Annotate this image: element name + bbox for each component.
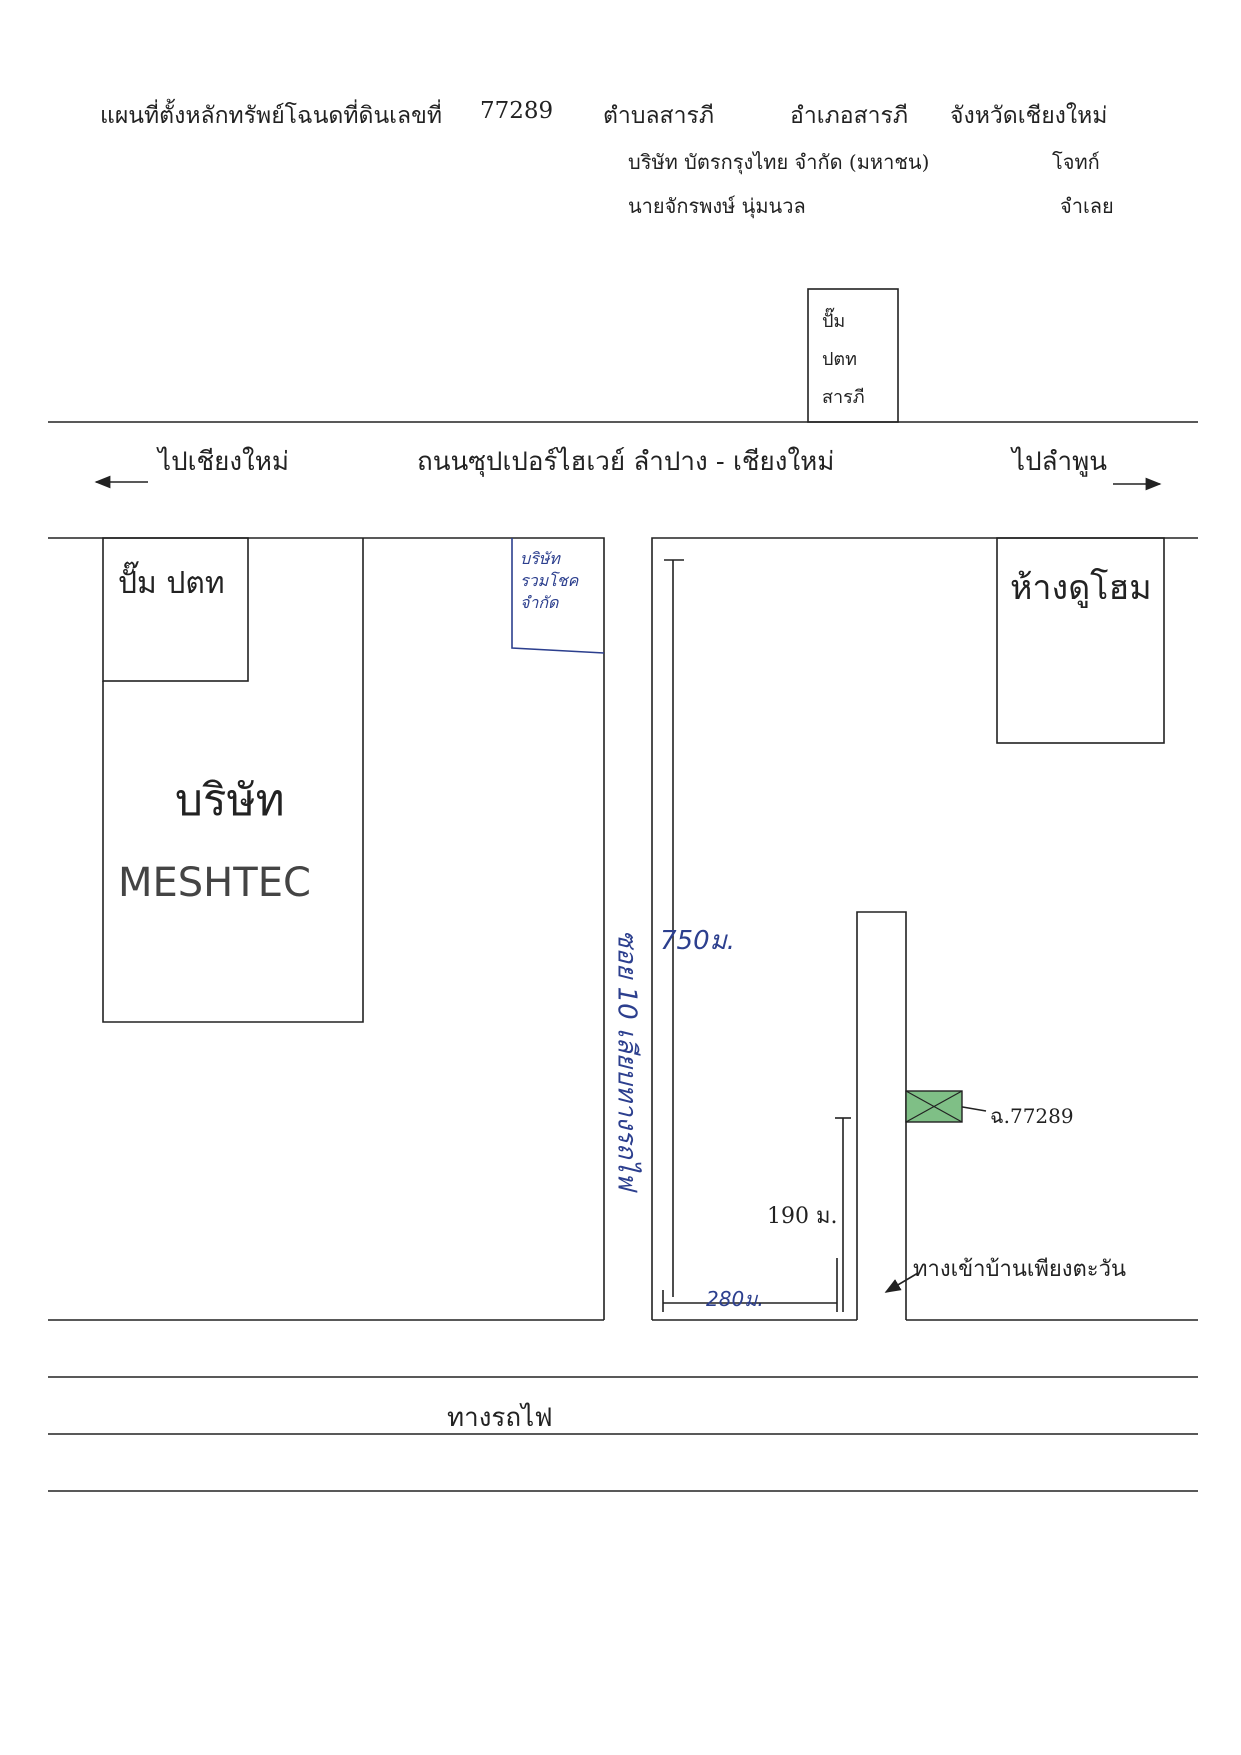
village-arrow-icon [884,1272,919,1293]
meshtec-block [102,538,364,1023]
to-chiangmai-label: ไปเชียงใหม่ [158,447,290,477]
small-company-line3: จำกัด [520,593,559,612]
plaintiff-name: บริษัท บัตรกรุงไทย จำกัด (มหาชน) [628,150,930,174]
plot-marker-icon [905,1090,963,1123]
district: อำเภอสารภี [790,103,909,129]
small-company-line1: บริษัท [520,549,560,568]
highway-south-edge-left [48,537,605,1320]
company-thai-label: บริษัท [175,775,285,826]
ptt-saraphi-label: ปั๊ม ปตท สารภี [822,303,865,417]
small-company-box [511,538,605,654]
ptt-left-box [102,537,249,682]
defendant-name: นายจักรพงษ์ นุ่มนวล [628,194,806,218]
highway-label: ถนนซุปเปอร์ไฮเวย์ ลำปาง - เชียงใหม่ [417,447,835,477]
distance-750-label: 750ม. [660,926,736,956]
plaintiff-role: โจทก์ [1052,150,1100,174]
deed-number: 77289 [480,98,554,124]
ptt-saraphi-line1: ปั๊ม [822,311,846,332]
dohome-label: ห้างดูโฮม [1010,568,1152,608]
meshtec-label: MESHTEC [118,860,311,906]
ptt-saraphi-line2: ปตท [822,349,857,370]
small-company-line2: รวมโชค [520,571,579,590]
dohome-box [996,537,1165,744]
plot-label: ฉ.77289 [990,1104,1074,1128]
map-title: แผนที่ตั้งหลักทรัพย์โฉนดที่ดินเลขที่ [100,103,443,129]
to-lamphun-label: ไปลำพูน [1012,447,1108,477]
distance-190-label: 190 ม. [767,1204,838,1229]
railway-label: ทางรถไฟ [447,1403,553,1433]
village-lane [856,911,907,1320]
ptt-saraphi-line3: สารภี [822,387,865,408]
small-company-label: บริษัท รวมโชค จำกัด [520,548,578,614]
village-entrance-label: ทางเข้าบ้านเพียงตะวัน [913,1257,1127,1282]
subdistrict: ตำบลสารภี [603,103,715,129]
defendant-role: จำเลย [1060,194,1114,218]
soi-label: ซอย 10 เลียบทางรถไฟ [611,929,642,1191]
ptt-left-label: ปั๊ม ปตท [118,566,225,601]
distance-280-label: 280ม. [706,1287,764,1311]
province: จังหวัดเชียงใหม่ [950,103,1108,129]
